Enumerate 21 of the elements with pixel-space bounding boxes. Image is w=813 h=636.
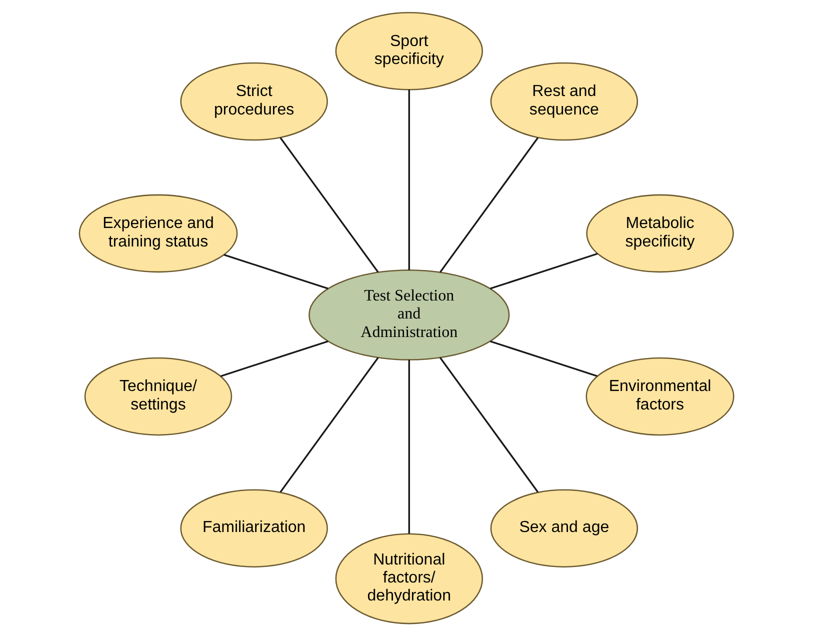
connector [439, 137, 539, 273]
node-ellipse: Sex and age [490, 489, 638, 568]
node-ellipse: Metabolic specificity [586, 194, 734, 273]
node-ellipse: Experience and training status [78, 194, 238, 273]
connector [280, 357, 379, 493]
connector [220, 340, 328, 377]
node-ellipse: Rest and sequence [490, 62, 638, 141]
connector [408, 360, 410, 534]
connector [490, 252, 598, 290]
node-ellipse: Technique/ settings [84, 357, 232, 436]
node-ellipse: Environmental factors [586, 357, 734, 436]
node-ellipse: Strict procedures [180, 62, 328, 141]
connector [408, 90, 410, 270]
node-ellipse: Sport specificity [335, 12, 484, 90]
node-ellipse: Test Selection and Administration [308, 269, 510, 360]
connector [490, 340, 598, 377]
connector [224, 254, 328, 290]
node-ellipse: Familiarization [180, 489, 328, 568]
connector [439, 357, 539, 493]
node-ellipse: Nutritional factors/ dehydration [335, 533, 484, 624]
connector [280, 137, 379, 273]
